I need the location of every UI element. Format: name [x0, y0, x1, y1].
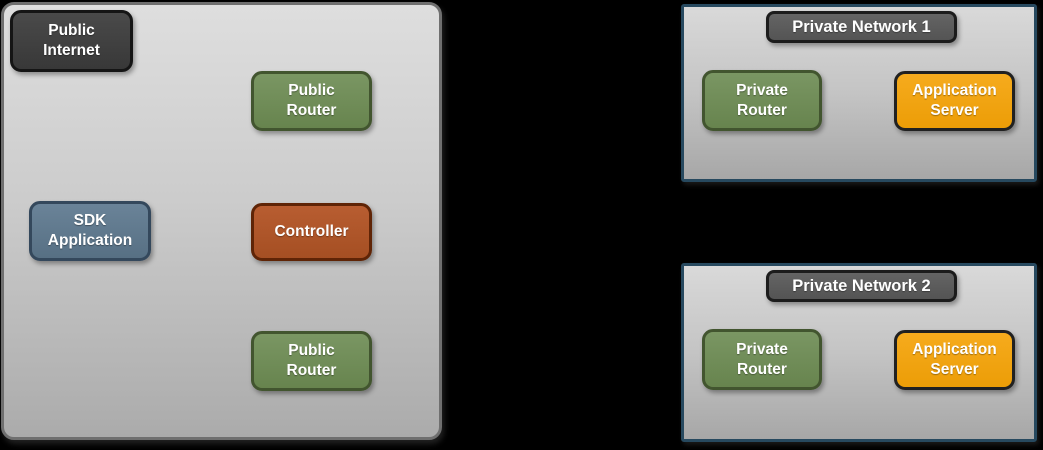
- private-network-1-title: Private Network 1: [766, 11, 957, 43]
- private-network-2-private-router-node: Private Router: [702, 329, 822, 390]
- private-network-1-application-server-node: Application Server: [894, 71, 1015, 131]
- controller-node: Controller: [251, 203, 372, 261]
- public-router-bottom-node: Public Router: [251, 331, 372, 391]
- public-internet-zone: Public Internet Public Router SDK Applic…: [1, 2, 442, 440]
- public-internet-node: Public Internet: [10, 10, 133, 72]
- sdk-application-node: SDK Application: [29, 201, 151, 261]
- public-router-top-node: Public Router: [251, 71, 372, 131]
- private-network-1-private-router-node: Private Router: [702, 70, 822, 131]
- private-network-2-panel: Private Network 2 Private Router Applica…: [681, 263, 1037, 442]
- private-network-2-application-server-node: Application Server: [894, 330, 1015, 390]
- private-network-2-title: Private Network 2: [766, 270, 957, 302]
- private-network-1-panel: Private Network 1 Private Router Applica…: [681, 4, 1037, 182]
